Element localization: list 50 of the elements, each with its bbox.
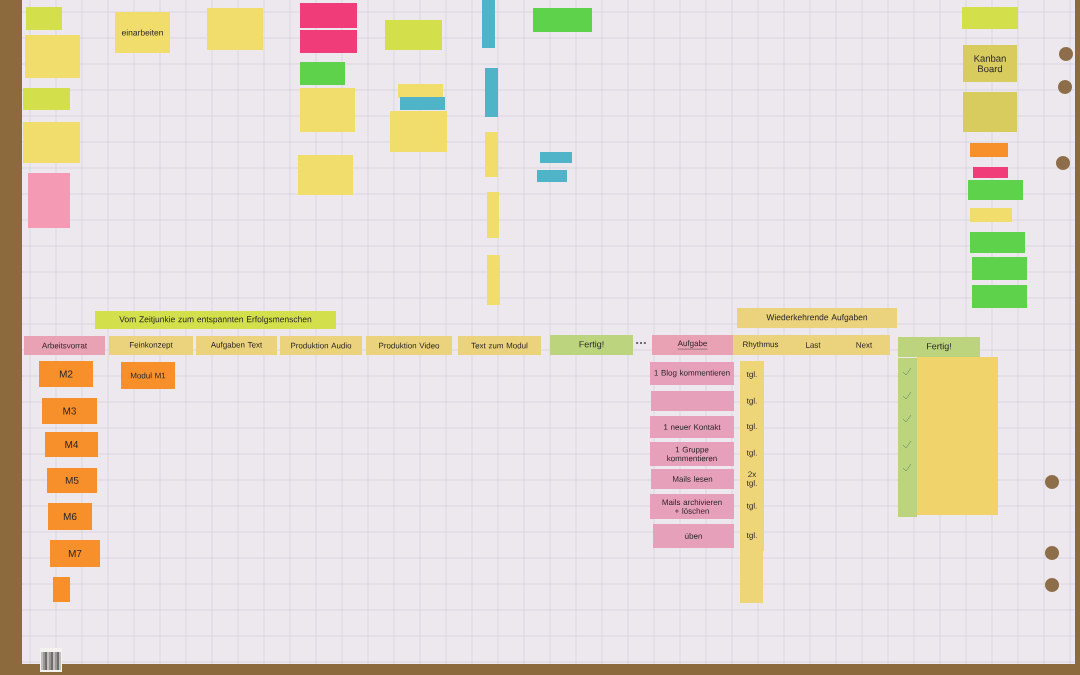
page-flag bbox=[485, 132, 498, 177]
sticky-note bbox=[23, 122, 80, 163]
sticky-note bbox=[207, 8, 263, 50]
sticky-note bbox=[25, 35, 80, 78]
column-header: Fertig! bbox=[550, 335, 633, 355]
sticky-note bbox=[28, 173, 70, 228]
sticky-note bbox=[23, 88, 70, 110]
sticky-note bbox=[970, 232, 1025, 253]
page-flag bbox=[970, 143, 1008, 157]
sticky-note bbox=[917, 357, 998, 515]
page-flag bbox=[537, 170, 567, 182]
page-flag bbox=[487, 192, 499, 238]
sticky-note bbox=[298, 155, 353, 195]
page-flag bbox=[487, 255, 500, 305]
column-header: Fertig! bbox=[898, 337, 980, 357]
sticky-note bbox=[26, 7, 62, 30]
title-banner: Wiederkehrende Aufgaben bbox=[737, 308, 897, 328]
sticky-note bbox=[390, 111, 447, 152]
ellipsis: ... bbox=[636, 341, 646, 345]
sticky-note bbox=[300, 88, 355, 132]
title-banner: Vom Zeitjunkie zum entspannten Erfolgsmenschen bbox=[95, 311, 336, 329]
page-flag bbox=[973, 167, 1008, 178]
page-flag bbox=[482, 0, 495, 48]
sticky-note bbox=[385, 20, 442, 50]
sticky-note bbox=[740, 551, 763, 603]
page-flag bbox=[540, 152, 572, 163]
sticky-note bbox=[972, 285, 1027, 308]
sticky-note bbox=[533, 8, 592, 32]
sticky-note bbox=[963, 92, 1017, 132]
page-flag bbox=[485, 68, 498, 117]
sticky-note bbox=[968, 180, 1023, 200]
sticky-note bbox=[651, 391, 734, 411]
sticky-note: Kanban Board bbox=[963, 45, 1017, 82]
sticky-note: M4 bbox=[45, 432, 98, 457]
page-flag bbox=[970, 208, 1012, 222]
sticky-note: M6 bbox=[48, 503, 92, 530]
sticky-note: einarbeiten bbox=[115, 12, 170, 53]
sticky-note bbox=[972, 257, 1027, 280]
sticky-note bbox=[300, 3, 357, 28]
sticky-note bbox=[300, 30, 357, 53]
sticky-note: M7 bbox=[50, 540, 100, 567]
page-flag bbox=[398, 84, 443, 98]
sticky-note bbox=[962, 7, 1018, 29]
sticky-note: M2 bbox=[39, 361, 93, 387]
sticky-note bbox=[898, 358, 917, 517]
page-flag bbox=[400, 97, 445, 110]
sticky-note: M3 bbox=[42, 398, 97, 424]
sticky-note bbox=[53, 577, 70, 602]
sticky-note: M5 bbox=[47, 468, 97, 493]
sticky-note bbox=[300, 62, 345, 85]
